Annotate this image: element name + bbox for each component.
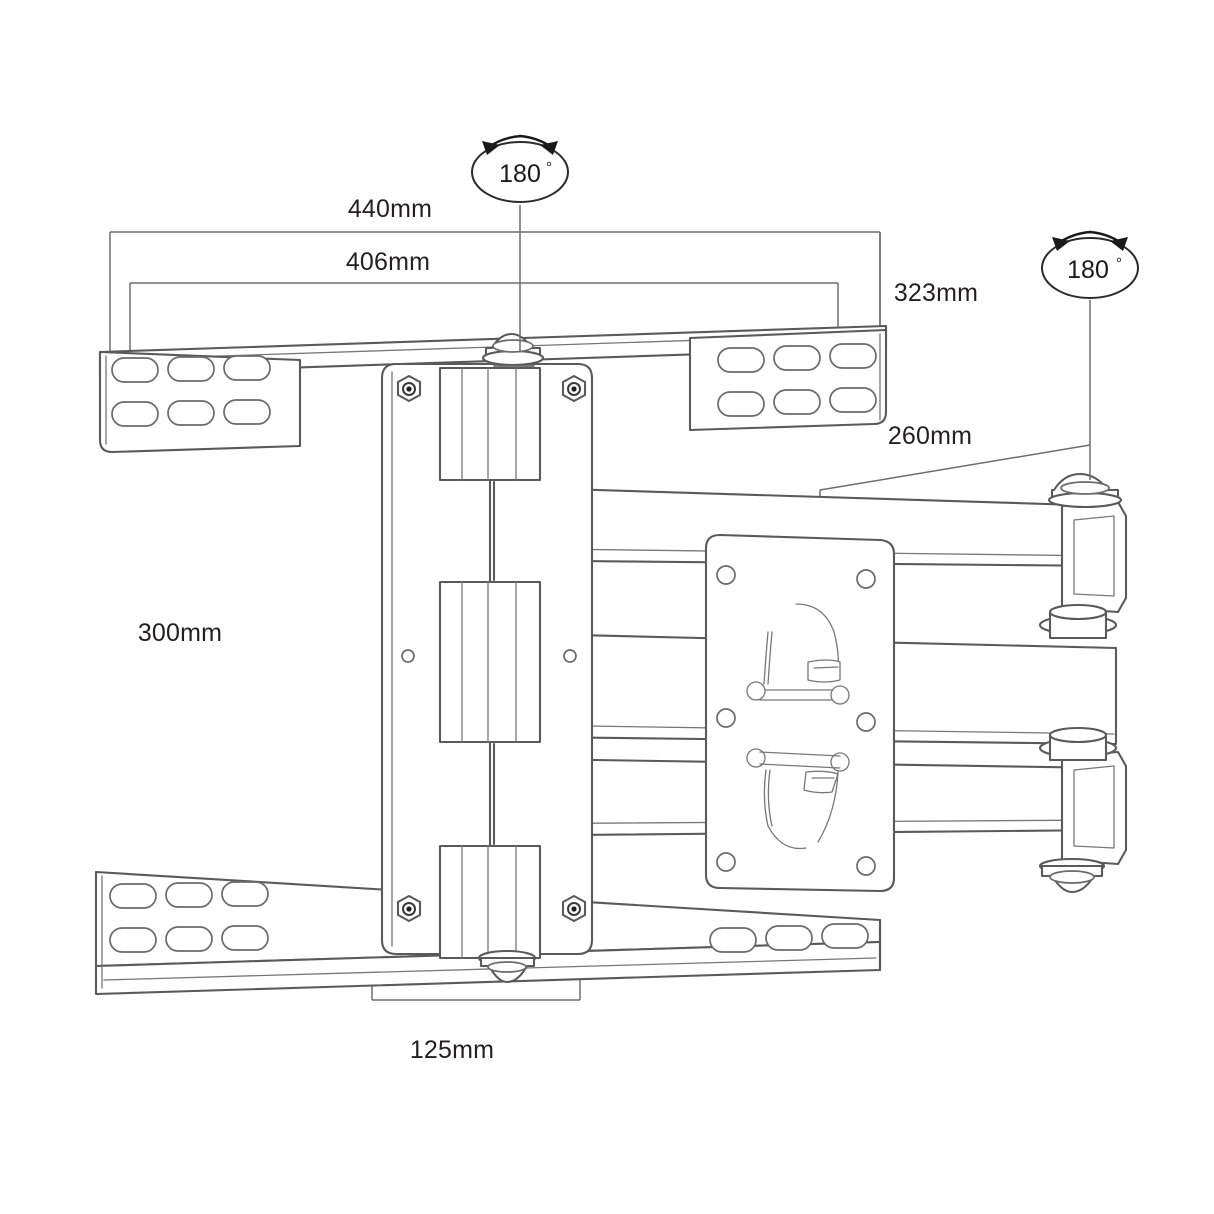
dimension-label-300mm: 300mm: [138, 619, 222, 647]
dimension-label-440mm: 440mm: [348, 195, 432, 223]
vesa-strap-upper: [746, 603, 850, 705]
upper-left-slot-holes: [111, 355, 271, 427]
dimension-label-260mm: 260mm: [888, 422, 972, 450]
right-bottom-knob: [1038, 857, 1106, 894]
lower-left-slot-holes: [109, 881, 269, 953]
rotation-badge-top: 180 °: [471, 134, 569, 352]
hinge-knuckles: [438, 366, 542, 960]
dimension-label-323mm: 323mm: [894, 279, 978, 307]
bottom-swivel-knob: [477, 949, 537, 984]
hex-bolt-top-left: [396, 374, 422, 403]
right-top-knob: [1047, 472, 1123, 509]
lower-right-slot-holes: [709, 923, 869, 953]
dimension-label-125mm: 125mm: [410, 1036, 494, 1064]
badge-top-degree: °: [546, 159, 552, 176]
badge-right-label: 180: [1067, 256, 1109, 284]
vesa-screw-holes: [716, 565, 876, 876]
hex-bolt-bottom-right: [561, 894, 587, 923]
pivot-collar-lower: [1038, 726, 1118, 762]
hex-bolts: [396, 374, 587, 923]
dimension-labels: 440mm 406mm 323mm 260mm 300mm 125mm: [138, 195, 978, 1064]
top-swivel-knob: [481, 332, 545, 367]
hex-bolt-bottom-left: [396, 894, 422, 923]
plate-pilot-holes: [401, 649, 577, 663]
pivot-collar-upper: [1038, 603, 1118, 640]
badge-top-label: 180: [499, 160, 541, 188]
rotation-badge-right: 180 °: [1041, 230, 1139, 480]
upper-right-slot-holes: [717, 343, 877, 417]
hex-bolt-top-right: [561, 374, 587, 403]
dimension-label-406mm: 406mm: [346, 248, 430, 276]
badge-right-degree: °: [1116, 255, 1122, 272]
vesa-strap-lower: [746, 748, 850, 850]
vesa-display-plate: [704, 533, 896, 893]
right-pivot-blocks: [1038, 500, 1128, 866]
